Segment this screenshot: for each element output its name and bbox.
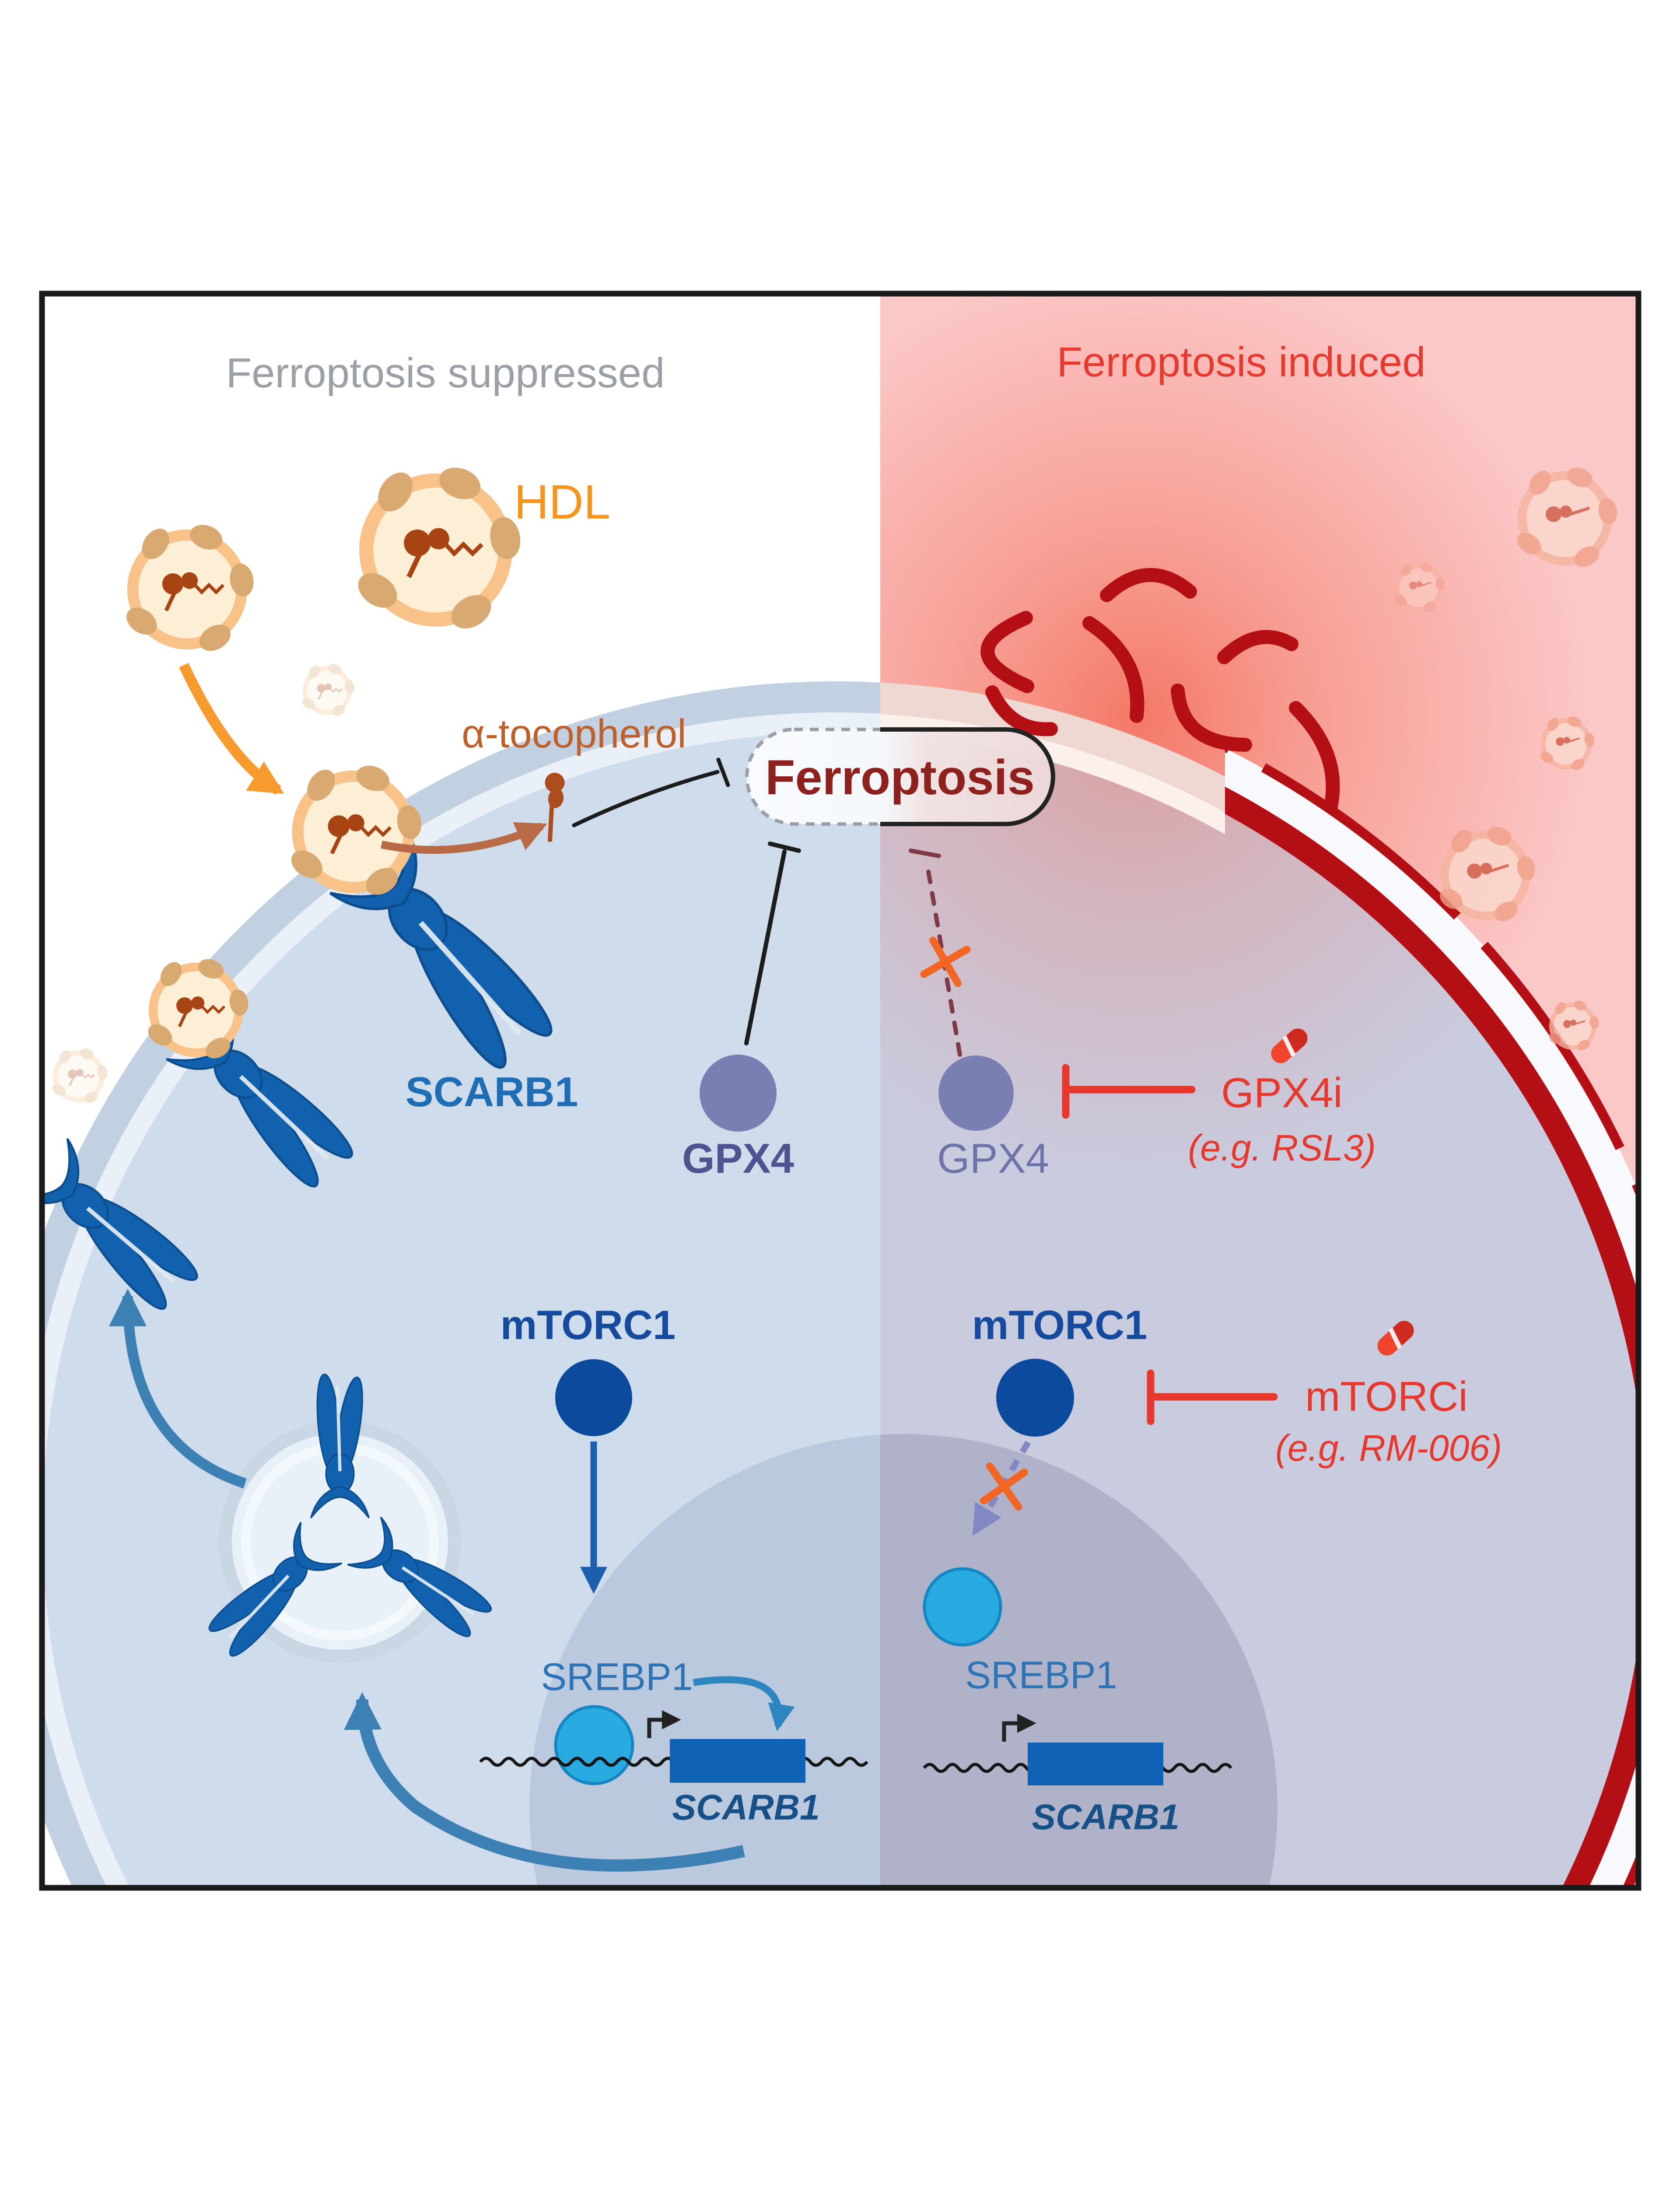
srebp1-transcription-arrow	[693, 1676, 795, 1732]
alpha-tocopherol-label: α-tocopherol	[462, 712, 686, 756]
promoter-arrow-right	[1002, 1714, 1036, 1742]
gpx4-protein-right	[938, 1055, 1014, 1131]
induced-half	[880, 296, 1636, 1885]
membrane-fragments	[980, 568, 1340, 813]
recycling-vesicle	[199, 1374, 499, 1666]
srebp1-left-label: SREBP1	[541, 1655, 693, 1698]
mtorci-inhibits-mtorc1	[1147, 1369, 1278, 1425]
left-title: Ferroptosis suppressed	[226, 350, 665, 396]
cell-membrane-inner	[45, 712, 1636, 1885]
mtorci-example-label: (e.g. RM-006)	[1275, 1427, 1502, 1469]
ferroptosis-label: Ferroptosis	[765, 750, 1035, 805]
tocopherol-transfer-arrow	[381, 822, 547, 854]
mtorc1-protein-left	[555, 1359, 632, 1436]
nucleus-right	[880, 1434, 1278, 1885]
gpx4-left-label: GPX4	[682, 1135, 794, 1182]
srebp1-protein-left	[554, 1705, 634, 1785]
scarb1-receptor-label: SCARB1	[406, 1069, 578, 1115]
gpx4i-label: GPX4i	[1221, 1069, 1342, 1116]
mtorci-label: mTORCi	[1305, 1373, 1468, 1420]
srebp1-protein-right	[923, 1567, 1002, 1647]
vesicle-to-membrane-arrow	[109, 1288, 247, 1489]
tocopherol-inhibits-ferroptosis	[572, 757, 730, 828]
hdl-label: HDL	[514, 475, 610, 529]
mtorc1-right-label: mTORC1	[972, 1302, 1147, 1348]
gpx4-protein-left	[700, 1055, 777, 1132]
gpx4i-inhibits-gpx4	[1062, 1064, 1196, 1119]
figure-border	[39, 291, 1642, 1891]
gpx4-right-label: GPX4	[937, 1135, 1049, 1182]
cell-membrane	[45, 681, 1636, 1885]
hdl-uptake-arrow	[179, 663, 284, 795]
gpx4-inhibits-ferroptosis	[744, 842, 801, 1045]
scarb1-gene-left-label: SCARB1	[672, 1788, 819, 1827]
mtorc1-left-label: mTORC1	[500, 1302, 676, 1348]
gpx4i-example-label: (e.g. RSL3)	[1188, 1127, 1376, 1168]
ferroptosis-box	[745, 727, 1055, 826]
srebp1-right-label: SREBP1	[965, 1653, 1117, 1697]
promoter-arrow-left	[647, 1710, 681, 1738]
scarb1-gene-box-left	[670, 1739, 805, 1783]
scarb1-gene-box-right	[1028, 1743, 1163, 1785]
gene-to-vesicle-arrow	[343, 1692, 745, 1872]
scarb1-gene-right-label: SCARB1	[1032, 1797, 1179, 1837]
right-title: Ferroptosis induced	[1057, 339, 1425, 386]
mtorc1-protein-right	[996, 1359, 1074, 1437]
